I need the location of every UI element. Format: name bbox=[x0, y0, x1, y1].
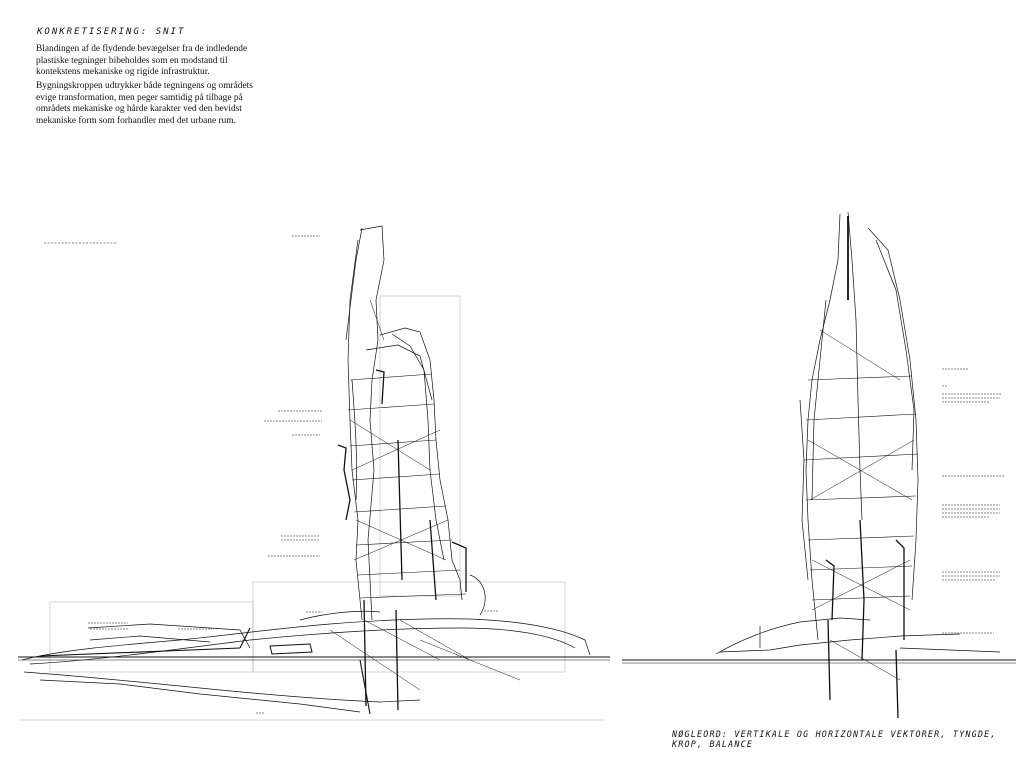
description-paragraph-2: Bygningskroppen udtrykker både tegningen… bbox=[36, 81, 253, 126]
description-paragraph-1: Blandingen af de flydende bevægelser fra… bbox=[36, 44, 248, 78]
right-section-drawing bbox=[622, 211, 1016, 719]
sheet-heading: KONKRETISERING: SNIT bbox=[37, 27, 186, 37]
left-annotation-marks bbox=[44, 235, 498, 714]
keywords-footer: NØGLEORD: VERTIKALE OG HORIZONTALE VEKTO… bbox=[672, 729, 997, 749]
left-section-drawing bbox=[18, 225, 610, 721]
right-annotation-marks bbox=[942, 368, 1004, 634]
